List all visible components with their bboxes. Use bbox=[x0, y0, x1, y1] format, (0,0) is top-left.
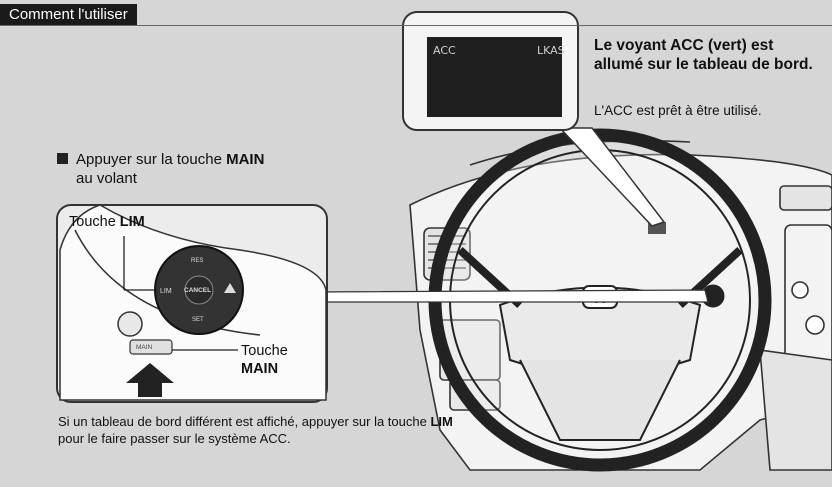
note-lim-key: LIM bbox=[430, 414, 453, 429]
step-instruction: Appuyer sur la touche MAIN au volant bbox=[57, 150, 264, 188]
screen-acc-indicator: ACC bbox=[433, 44, 456, 57]
switch-res-label: RES bbox=[191, 258, 204, 264]
switch-lim-label: LIM bbox=[160, 288, 172, 295]
main-label-prefix: Touche bbox=[241, 343, 288, 359]
header-rule bbox=[0, 25, 832, 26]
note-text: Si un tableau de bord différent est affi… bbox=[58, 413, 458, 447]
step-line2: au volant bbox=[76, 170, 137, 187]
note-part2: pour le faire passer sur le système ACC. bbox=[58, 431, 291, 446]
lim-key-label: Touche LIM bbox=[69, 214, 145, 230]
instrument-screen bbox=[427, 37, 562, 117]
screen-lkas-indicator: LKAS bbox=[537, 44, 565, 57]
note-part1: Si un tableau de bord différent est affi… bbox=[58, 414, 431, 429]
main-label-bold: MAIN bbox=[241, 361, 279, 377]
callout-title: Le voyant ACC (vert) est allumé sur le t… bbox=[594, 37, 813, 73]
lim-label-bold: LIM bbox=[119, 214, 145, 230]
switch-set-label: SET bbox=[192, 317, 204, 323]
step-main-key: MAIN bbox=[226, 151, 265, 168]
steering-switch-closeup bbox=[59, 204, 327, 401]
callout-subtitle: L'ACC est prêt à être utilisé. bbox=[594, 103, 762, 118]
switch-cancel-label: CANCEL bbox=[184, 287, 212, 294]
bullet-square-icon bbox=[57, 153, 68, 164]
switch-main-label: MAIN bbox=[136, 344, 153, 351]
lim-label-prefix: Touche bbox=[69, 214, 120, 230]
callout-connector bbox=[558, 127, 666, 227]
section-header: Comment l'utiliser bbox=[0, 4, 137, 26]
zoom-connector bbox=[314, 289, 709, 303]
step-line1: Appuyer sur la touche bbox=[76, 151, 227, 168]
